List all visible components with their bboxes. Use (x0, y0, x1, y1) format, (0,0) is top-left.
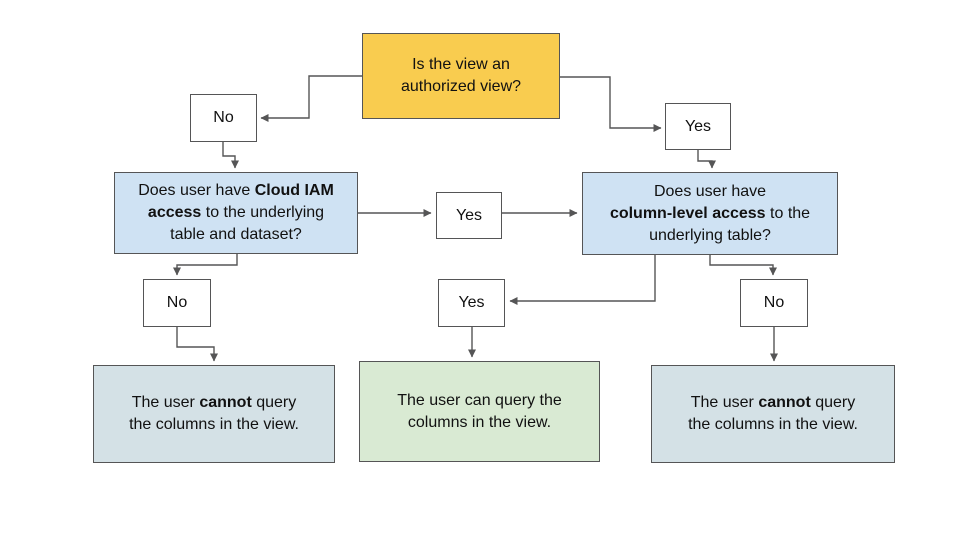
connector-column-decision-to-no-right (709, 255, 777, 276)
connector-root-to-no (260, 75, 362, 122)
node-label-yes-center: Yes (438, 279, 505, 327)
connector-root-to-yes (560, 76, 662, 132)
connector-yes-to-column-decision (697, 150, 716, 169)
node-label-no-right: No (740, 279, 808, 327)
connector-no-left-to-outcome-left (176, 327, 218, 362)
connector-no-to-iam-decision (222, 142, 239, 169)
node-label-yes-mid: Yes (436, 192, 502, 239)
node-label-no-root: No (190, 94, 257, 142)
node-label-yes-root: Yes (665, 103, 731, 150)
node-label-no-left: No (143, 279, 211, 327)
connector-column-decision-to-yes-center (509, 255, 656, 305)
connector-iam-to-no-left (173, 254, 238, 276)
